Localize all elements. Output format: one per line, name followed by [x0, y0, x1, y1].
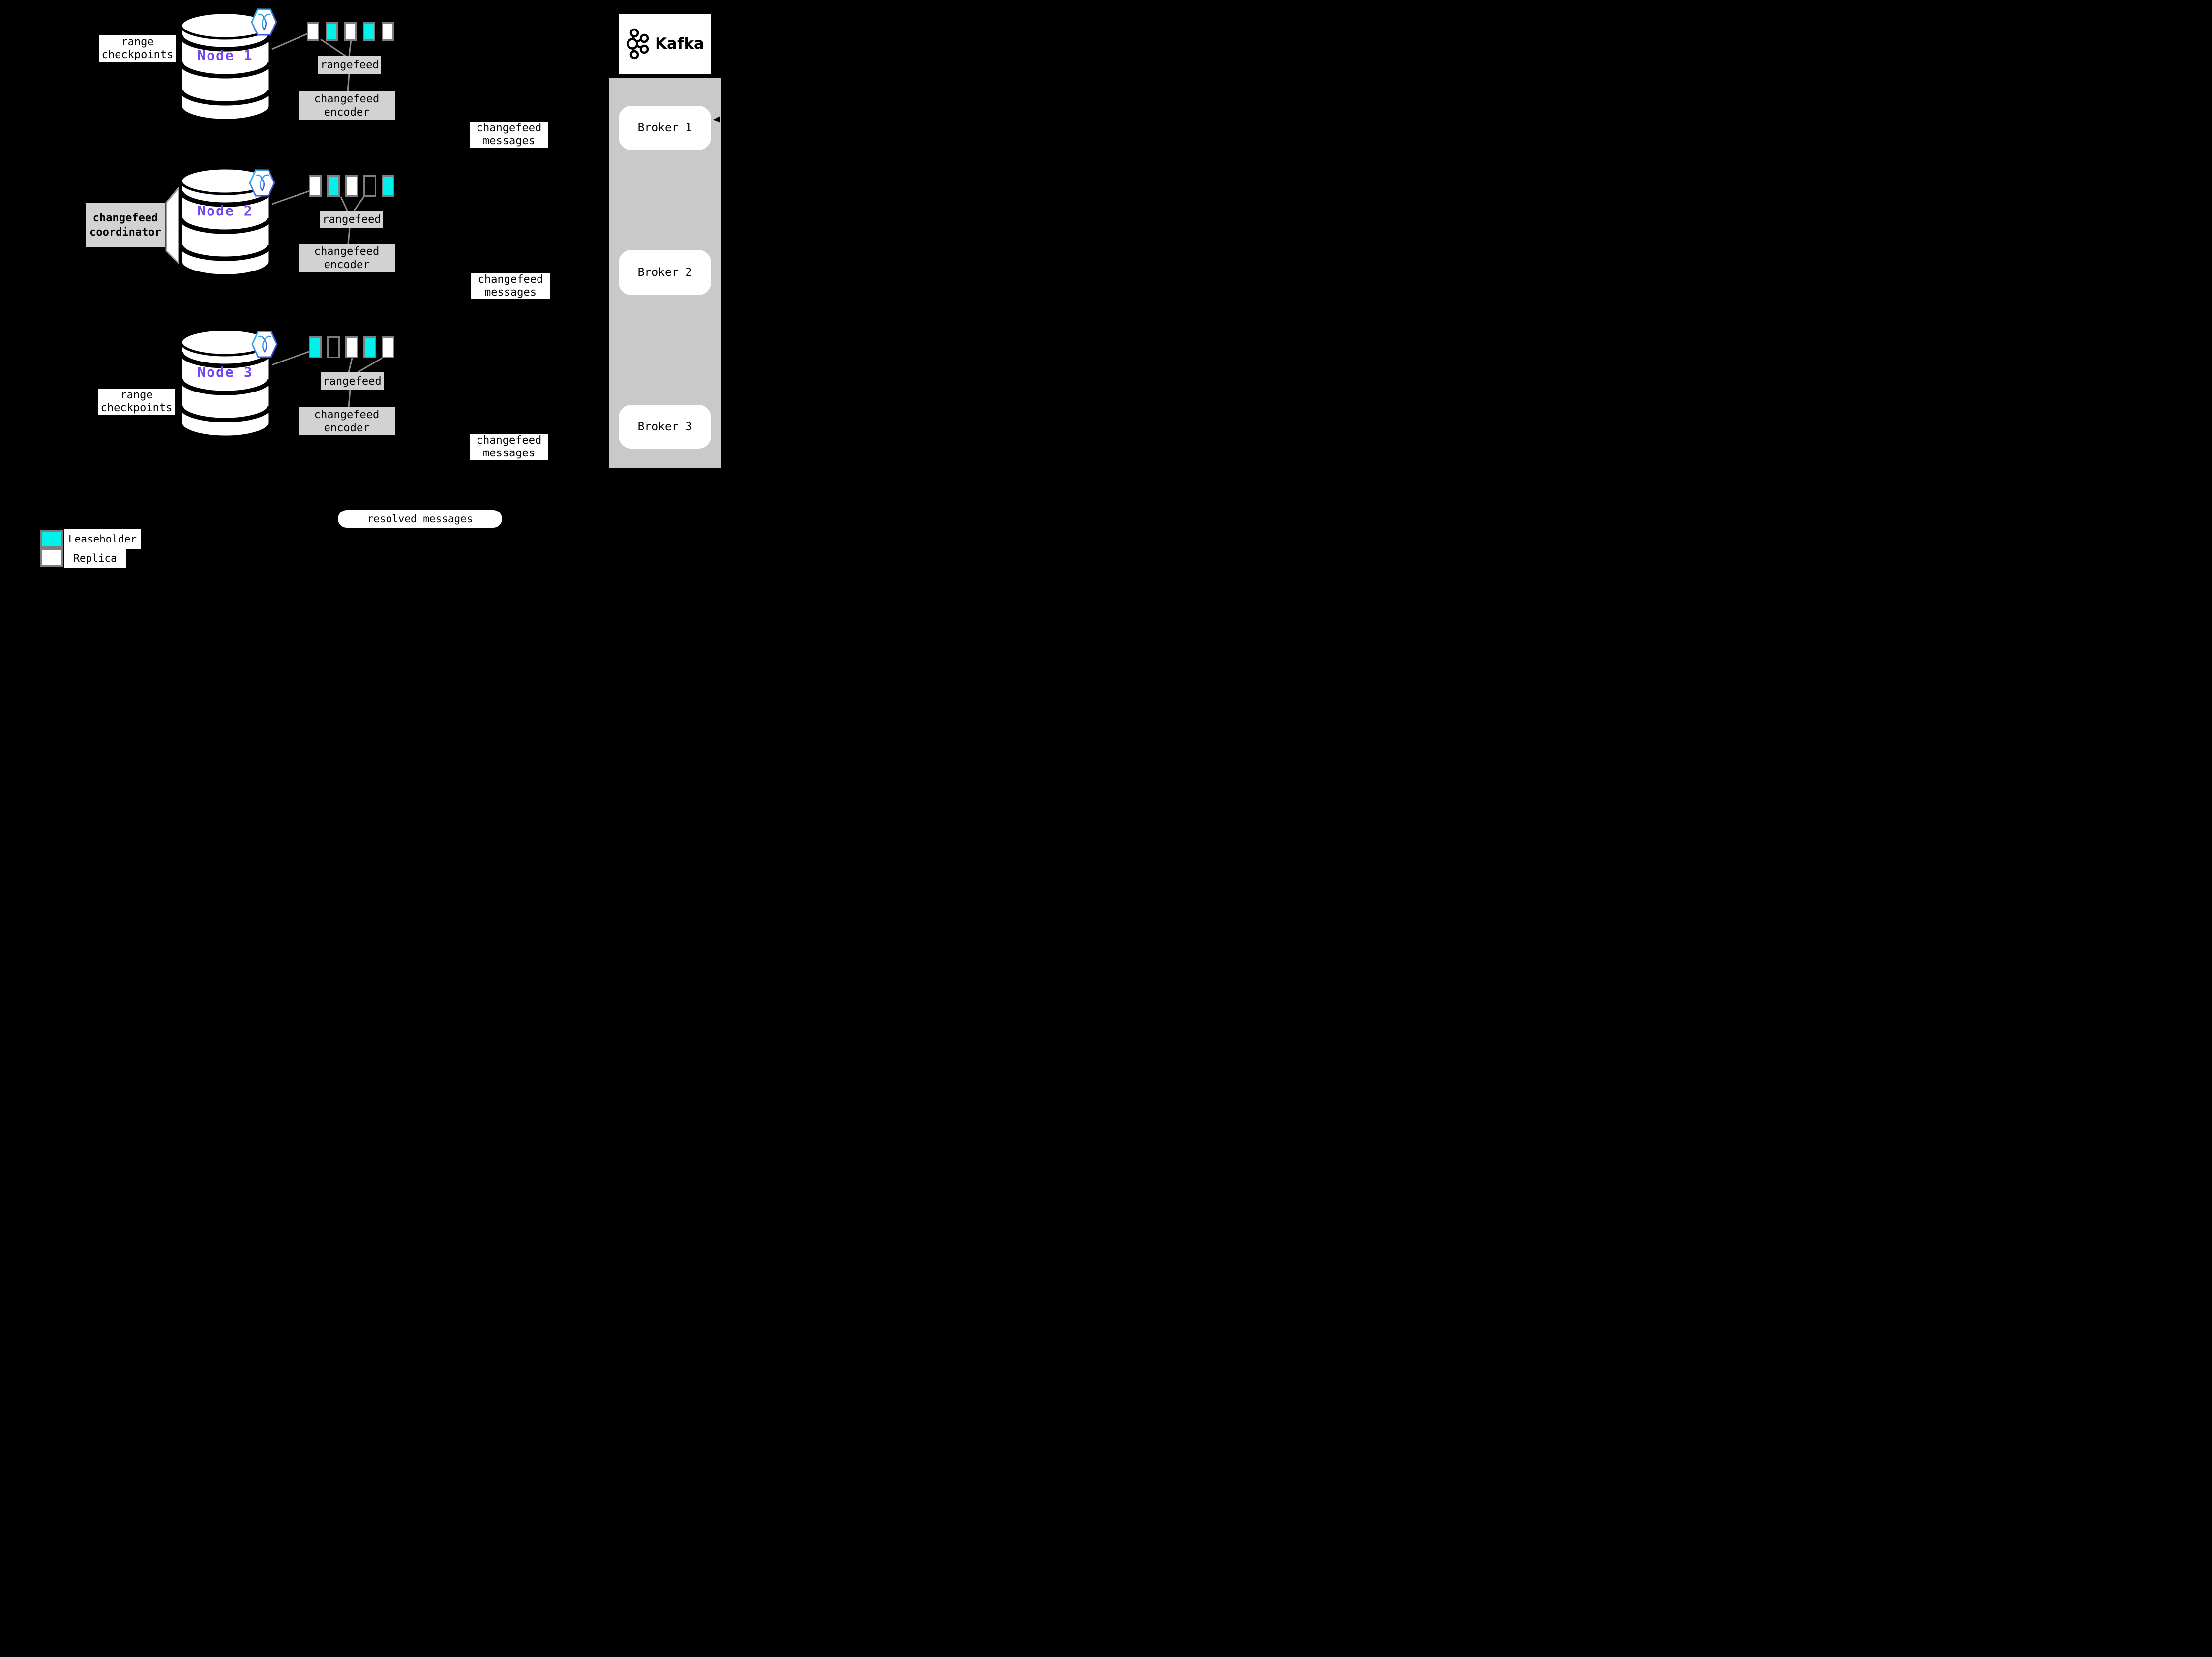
- node-2-database: Node 2: [179, 166, 271, 277]
- rangefeed-text: rangefeed: [323, 375, 382, 388]
- node-2-ranges: [309, 175, 394, 197]
- cockroachdb-icon: [251, 330, 278, 359]
- range-leaseholder: [363, 336, 376, 358]
- encoder-line1: changefeed: [314, 92, 380, 105]
- legend-leaseholder-swatch: [40, 530, 63, 548]
- broker-2-label: Broker 2: [637, 266, 692, 279]
- range-replica: [345, 336, 358, 358]
- cockroachdb-icon: [251, 7, 277, 37]
- kafka-broker-panel: Broker 1 Broker 2 Broker 3: [609, 78, 721, 468]
- changefeed-coordinator-label: changefeed coordinator: [86, 203, 165, 247]
- legend-replica-swatch: [40, 548, 63, 567]
- broker-1-label: Broker 1: [637, 121, 692, 134]
- encoder-line2: encoder: [324, 106, 370, 119]
- changefeed-messages-label-1: changefeed messages: [470, 122, 548, 148]
- node-1-ranges: [307, 22, 394, 41]
- range-checkpoints-line2: checkpoints: [100, 402, 173, 414]
- range-leaseholder: [382, 175, 394, 197]
- coordinator-line2: coordinator: [90, 226, 161, 239]
- database-cylinder-icon: Node 2: [179, 167, 271, 277]
- range-leaseholder: [326, 22, 338, 41]
- range-empty: [363, 175, 376, 197]
- broker-3-label: Broker 3: [637, 420, 692, 433]
- kafka-title: Kafka: [655, 35, 704, 53]
- changefeed-architecture-diagram: Broker 1 Broker 2 Broker 3: [0, 0, 771, 577]
- rangefeed-label-1: rangefeed: [318, 56, 381, 74]
- range-empty: [327, 336, 340, 358]
- cockroachdb-icon: [249, 168, 275, 198]
- node-3-database: Node 3: [179, 328, 271, 439]
- range-checkpoints-line2: checkpoints: [101, 49, 174, 61]
- encoder-line1: changefeed: [314, 408, 380, 421]
- changefeed-messages-label-2: changefeed messages: [471, 273, 550, 299]
- database-cylinder-icon: Node 3: [179, 328, 271, 438]
- resolved-messages-text: resolved messages: [367, 513, 473, 525]
- replica-text: Replica: [73, 552, 117, 564]
- messages-line1: changefeed: [478, 273, 543, 286]
- legend-replica-label: Replica: [64, 549, 126, 568]
- coordinator-flag-icon: [165, 186, 179, 265]
- node-2-label: Node 2: [197, 203, 253, 219]
- messages-line2: messages: [483, 447, 535, 459]
- range-replica: [309, 175, 322, 197]
- range-leaseholder: [309, 336, 322, 358]
- encoder-line2: encoder: [324, 258, 370, 271]
- changefeed-encoder-label-2: changefeed encoder: [299, 244, 395, 272]
- range-leaseholder: [327, 175, 340, 197]
- changefeed-messages-label-3: changefeed messages: [470, 434, 548, 460]
- messages-line2: messages: [483, 135, 535, 147]
- messages-line2: messages: [484, 286, 537, 299]
- legend-leaseholder-label: Leaseholder: [64, 529, 141, 549]
- broker-1: Broker 1: [619, 106, 711, 150]
- encoder-line2: encoder: [324, 422, 370, 434]
- kafka-logo: Kafka: [619, 14, 711, 74]
- range-checkpoints-label-3: range checkpoints: [98, 389, 175, 415]
- node-1-database: Node 1: [179, 11, 271, 122]
- resolved-arrowhead-icon: [713, 116, 720, 123]
- rangefeed-text: rangefeed: [322, 213, 381, 226]
- range-checkpoints-label-1: range checkpoints: [99, 35, 176, 62]
- kafka-icon: [627, 28, 649, 60]
- coordinator-line1: changefeed: [92, 211, 158, 224]
- range-checkpoints-line1: range: [120, 389, 153, 401]
- database-cylinder-icon: Node 1: [179, 11, 271, 121]
- encoder-line1: changefeed: [314, 245, 380, 258]
- range-leaseholder: [363, 22, 375, 41]
- node-3-ranges: [309, 336, 394, 358]
- broker-3: Broker 3: [619, 405, 711, 449]
- changefeed-encoder-label-1: changefeed encoder: [299, 91, 395, 120]
- range-replica: [382, 336, 394, 358]
- messages-line1: changefeed: [476, 434, 542, 447]
- resolved-messages-pill: resolved messages: [338, 510, 502, 528]
- broker-2: Broker 2: [619, 250, 711, 295]
- range-checkpoints-line1: range: [121, 36, 154, 48]
- rangefeed-label-2: rangefeed: [320, 211, 383, 228]
- range-replica: [382, 22, 394, 41]
- messages-line1: changefeed: [476, 122, 542, 134]
- node-1-label: Node 1: [197, 47, 253, 63]
- range-replica: [345, 175, 358, 197]
- range-replica: [344, 22, 357, 41]
- rangefeed-label-3: rangefeed: [321, 372, 384, 390]
- changefeed-encoder-label-3: changefeed encoder: [299, 407, 395, 435]
- rangefeed-text: rangefeed: [320, 59, 379, 71]
- leaseholder-text: Leaseholder: [68, 533, 137, 545]
- connector-wires: [271, 32, 720, 408]
- range-replica: [307, 22, 319, 41]
- node-3-label: Node 3: [197, 364, 253, 380]
